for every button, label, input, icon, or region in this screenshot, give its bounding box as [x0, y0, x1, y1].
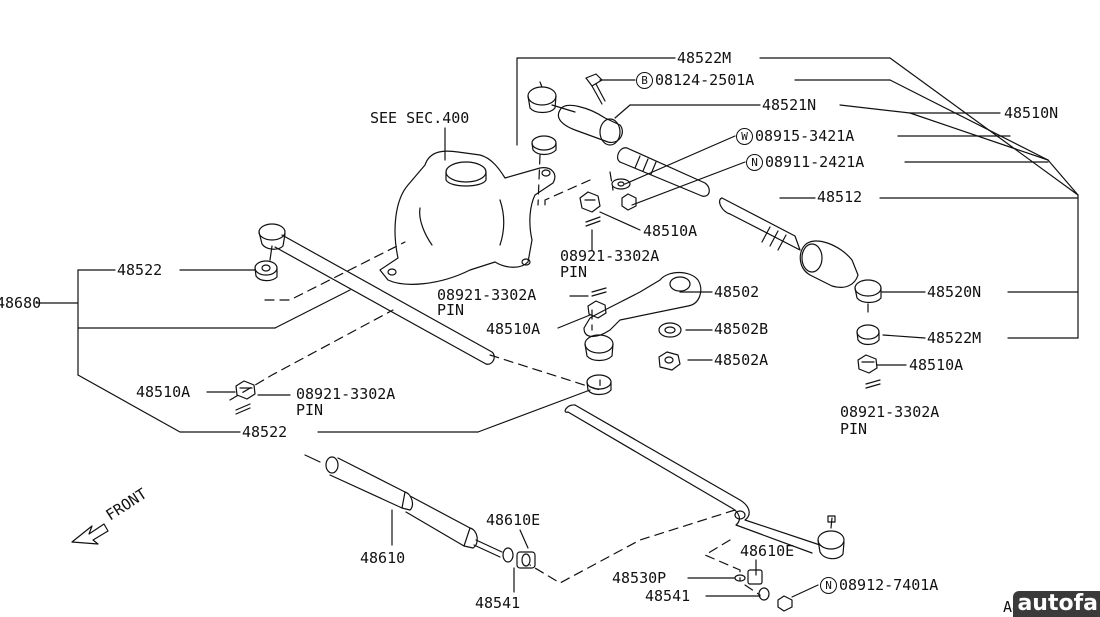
ball-socket-48522-left: [255, 261, 277, 281]
see-section-label: SEE SEC.400: [370, 109, 470, 127]
part-label-48502B: 48502B: [714, 320, 769, 338]
part-label-48530P: 48530P: [612, 569, 667, 587]
part-label-48510A-mid: 48510A: [486, 320, 541, 338]
steering-gearbox-housing: [380, 151, 555, 284]
part-label-48522M-right: 48522M: [927, 329, 982, 347]
part-label-48502: 48502: [714, 283, 760, 301]
part-label-48510N: 48510N: [1004, 104, 1059, 122]
watermark-logo: autofa: [1013, 591, 1100, 617]
part-label-pin-left-word: PIN: [296, 401, 324, 419]
part-label-48521N: 48521N: [762, 96, 817, 114]
n-symbol-icon: N: [820, 577, 837, 594]
front-direction-arrow: [72, 524, 108, 544]
part-label-48502A: 48502A: [714, 351, 769, 369]
b-symbol-icon: B: [636, 72, 653, 89]
part-label-48522-left: 48522: [117, 261, 163, 279]
part-label-48610E-b: 48610E: [740, 542, 795, 560]
part-label-48541-a: 48541: [475, 594, 521, 612]
part-label-pin-right-code: 08921-3302A: [840, 403, 940, 421]
leader-lines: [36, 58, 1078, 597]
part-label-48510A-left: 48510A: [136, 383, 191, 401]
part-label-pin-upper-word: PIN: [560, 263, 588, 281]
n-symbol-icon: N: [746, 154, 763, 171]
part-label-pin-right-word: PIN: [840, 420, 868, 438]
washer-code: 08915-3421A: [755, 127, 855, 145]
part-label-pin-left-code: 08921-3302A: [296, 385, 396, 403]
part-label-pin-mid-code: 08921-3302A: [437, 286, 537, 304]
steering-damper: [305, 455, 535, 568]
part-label-pin-upper-code: 08921-3302A: [560, 247, 660, 265]
part-label-48512: 48512: [817, 188, 863, 206]
damper-bracket-hardware: [735, 570, 792, 611]
nut-code-bottom: 08912-7401A: [839, 576, 939, 594]
w-symbol-icon: W: [736, 128, 753, 145]
relay-rod: [259, 224, 844, 559]
part-label-48610: 48610: [360, 549, 406, 567]
part-label-48610E-a: 48610E: [486, 511, 541, 529]
part-label-48522M-top: 48522M: [677, 49, 732, 67]
assembly-dashed-lines: [230, 155, 760, 595]
bolt-code: 08124-2501A: [655, 71, 755, 89]
pitman-arm: [584, 273, 701, 395]
tie-rod-assembly-right: [528, 74, 881, 388]
part-label-48522-bottom: 48522: [242, 423, 288, 441]
nut-code: 08911-2421A: [765, 153, 865, 171]
part-label-48680: 48680: [0, 294, 42, 312]
castle-nut-left: [236, 381, 255, 414]
part-label-48510A-upper: 48510A: [643, 222, 698, 240]
part-label-pin-mid-word: PIN: [437, 301, 465, 319]
part-label-48510A-right: 48510A: [909, 356, 964, 374]
part-label-48520N: 48520N: [927, 283, 982, 301]
part-label-48541-b: 48541: [645, 587, 691, 605]
